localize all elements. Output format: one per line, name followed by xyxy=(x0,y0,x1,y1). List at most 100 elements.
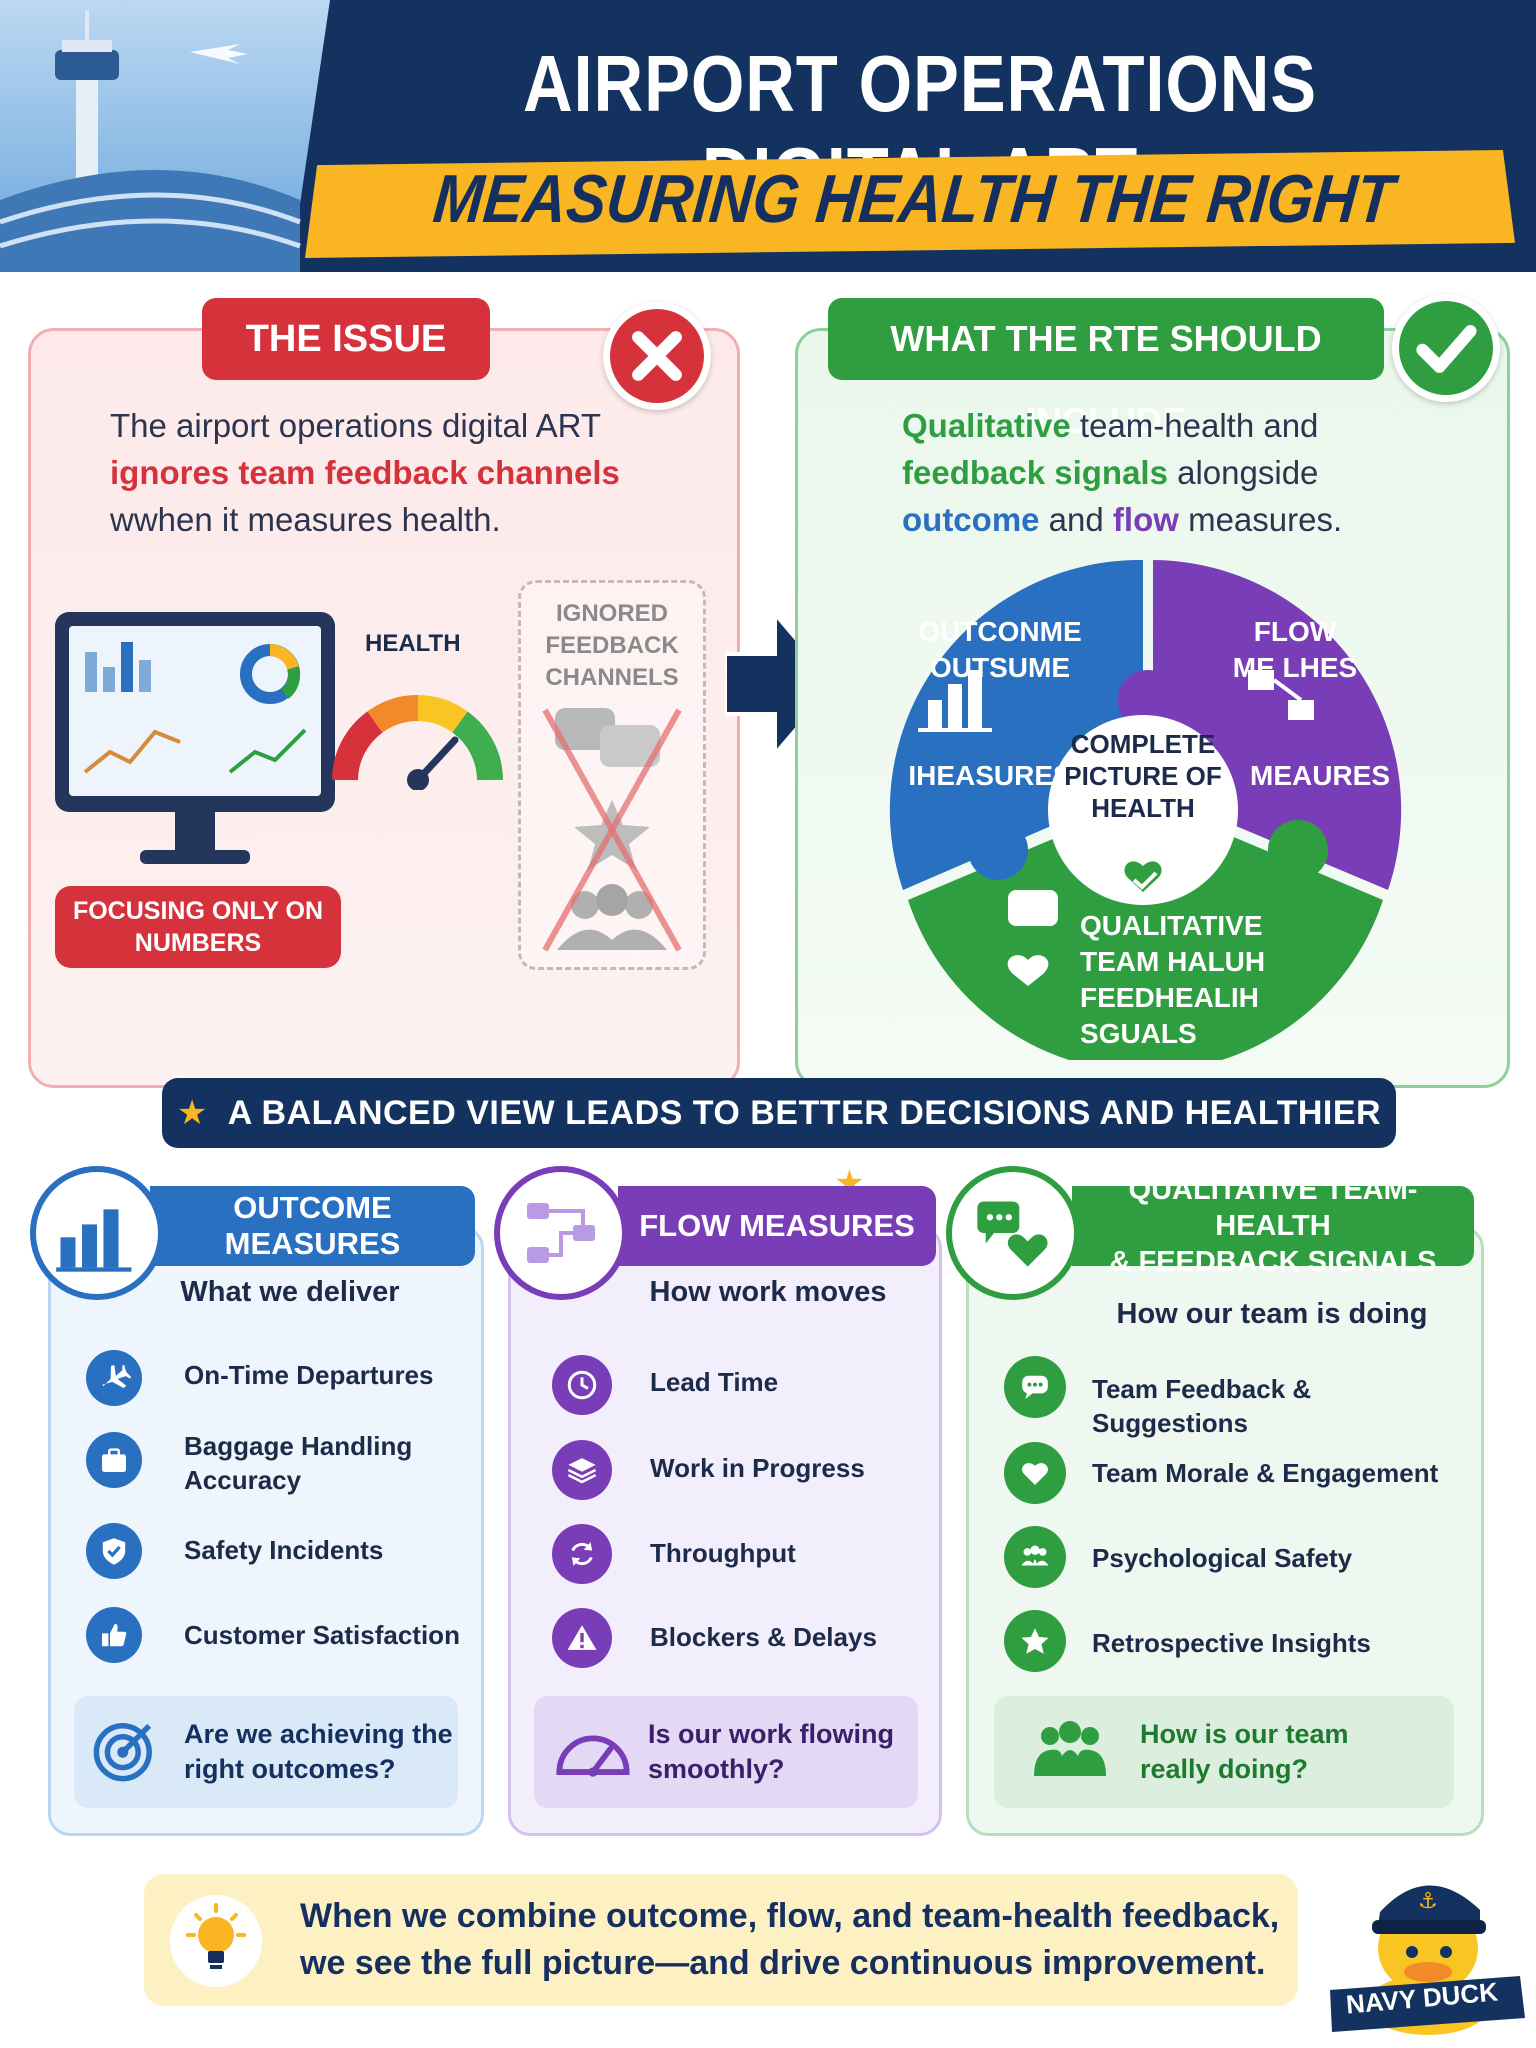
cycle-icon xyxy=(552,1524,612,1584)
x-icon xyxy=(603,302,711,410)
health-gauge-icon xyxy=(332,694,503,790)
puzzle-label-line: QUALITATIVE xyxy=(1080,910,1263,941)
rte-text-highlight: Qualitative xyxy=(902,407,1071,444)
flow-question-box: Is our work flowing smoothly? xyxy=(534,1696,918,1808)
briefcase-icon xyxy=(86,1432,142,1488)
outcome-measures-subtitle: What we deliver xyxy=(180,1276,400,1308)
rte-text-highlight: feedback signals xyxy=(902,454,1168,491)
flow-measures-title: FLOW MEASURES xyxy=(618,1186,936,1266)
qual-item: Psychological Safety xyxy=(1092,1543,1353,1573)
focusing-only-on-numbers-label: FOCUSING ONLY ON NUMBERS xyxy=(55,886,341,968)
qual-item: Team Morale & Engagement xyxy=(1092,1458,1439,1488)
balanced-view-banner: ★ A BALANCED VIEW LEADS TO BETTER DECISI… xyxy=(162,1078,1396,1202)
rte-text: measures. xyxy=(1178,501,1343,538)
rte-text: alongside xyxy=(1167,454,1319,491)
puzzle-label-line: OUTCONME xyxy=(918,616,1082,647)
outcome-item: On-Time Departures xyxy=(184,1360,434,1390)
qual-question-box: How is our team really doing? xyxy=(994,1696,1454,1808)
qual-question: How is our team really doing? xyxy=(1140,1717,1349,1787)
qual-item: Retrospective Insights xyxy=(1092,1628,1371,1658)
puzzle-label-line: TEAM HALUH xyxy=(1080,946,1266,977)
shield-check-icon xyxy=(86,1523,142,1579)
thumbs-up-icon xyxy=(86,1607,142,1663)
outcome-item: Customer Satisfaction xyxy=(184,1620,460,1650)
footer-banner xyxy=(144,1874,1298,2006)
question-line: really doing? xyxy=(1140,1754,1309,1784)
issue-description: The airport operations digital ART ignor… xyxy=(110,402,670,543)
focus-label-line: FOCUSING ONLY ON xyxy=(72,897,324,925)
question-line: Are we achieving the xyxy=(184,1719,453,1749)
puzzle-outcome-label: IHEASURES xyxy=(908,760,1072,791)
footer-text: When we combine outcome, flow, and team-… xyxy=(300,1893,1280,1987)
ignored-label-line: IGNORED xyxy=(555,600,668,627)
heart-icon xyxy=(1004,1442,1066,1504)
puzzle-label-line: FEEDHEALIH xyxy=(1080,982,1259,1013)
rte-description: Qualitative team-health and feedback sig… xyxy=(902,402,1422,543)
complete-label-line: HEALTH xyxy=(1091,793,1195,823)
ignored-label-line: FEEDBACK xyxy=(545,632,679,659)
rte-text: and xyxy=(1039,501,1113,538)
puzzle-label-line: FLOW xyxy=(1253,616,1337,647)
puzzle-health-diagram xyxy=(889,560,1402,1060)
complete-label-line: PICTURE OF xyxy=(1064,761,1222,791)
complete-label-line: COMPLETE xyxy=(1070,729,1216,759)
crossed-out-feedback-icons xyxy=(542,708,682,952)
qualitative-signals-subtitle: How our team is doing xyxy=(1116,1298,1428,1330)
svg-text:⚓: ⚓ xyxy=(1418,1889,1438,1914)
rte-text: team-health and xyxy=(1070,407,1319,444)
puzzle-label-line: ME LHES xyxy=(1232,652,1358,683)
lightbulb-icon xyxy=(170,1895,262,1987)
puzzle-label-line: SGUALS xyxy=(1080,1018,1197,1049)
rte-text-highlight: flow xyxy=(1112,501,1179,538)
issue-text-line: wwhen it measures health. xyxy=(110,501,501,538)
flow-item: Blockers & Delays xyxy=(650,1622,877,1652)
flow-item: Throughput xyxy=(650,1538,796,1568)
outcome-question: Are we achieving the right outcomes? xyxy=(184,1717,453,1787)
flow-measures-subtitle: How work moves xyxy=(649,1276,887,1308)
issue-text-highlight: ignores team feedback channels xyxy=(110,454,620,491)
flow-question: Is our work flowing smoothly? xyxy=(648,1717,894,1787)
puzzle-label-line: OUTSUME xyxy=(930,652,1070,683)
star-icon: ★ xyxy=(176,1094,208,1132)
qualitative-signals-title: QUALITATIVE TEAM-HEALTH & FEEDBACK SIGNAL… xyxy=(1072,1174,1474,1278)
puzzle-flow-label: FLOW ME LHES xyxy=(1220,614,1370,686)
clock-icon xyxy=(552,1355,612,1415)
puzzle-flow-label: MEAURES xyxy=(1250,760,1391,791)
subtitle-banner xyxy=(305,150,1515,258)
subtitle: MEASURING HEALTH THE RIGHT WAY xyxy=(430,161,1397,272)
ignored-feedback-label: IGNORED FEEDBACK CHANNELS xyxy=(518,598,706,694)
question-line: How is our team xyxy=(1140,1719,1349,1749)
monitor-dashboard-icon xyxy=(55,612,335,864)
bar-chart-icon xyxy=(30,1166,164,1300)
focus-label-line: NUMBERS xyxy=(134,929,262,957)
speedometer-icon xyxy=(552,1721,642,1784)
health-label: HEALTH xyxy=(365,630,461,657)
complete-picture-label: COMPLETE PICTURE OF HEALTH xyxy=(1045,728,1241,824)
issue-tab: THE ISSUE xyxy=(202,298,490,380)
chat-icon xyxy=(1004,1356,1066,1418)
ignored-label-line: CHANNELS xyxy=(545,664,679,691)
flow-icon xyxy=(494,1166,628,1300)
target-icon xyxy=(92,1717,168,1788)
check-icon xyxy=(1392,294,1500,402)
duck-icon: ⚓ xyxy=(1330,1885,1525,2035)
outcome-measures-title: OUTCOME MEASURES xyxy=(150,1186,475,1266)
header-banner: AIRPORT OPERATIONS DIGITAL ART MEASURING… xyxy=(0,0,1536,272)
layers-icon xyxy=(552,1440,612,1500)
flow-item: Lead Time xyxy=(650,1367,779,1397)
qual-item: Team Feedback & Suggestions xyxy=(1092,1374,1312,1438)
chat-heart-icon xyxy=(946,1166,1080,1300)
qual-title-line: & FEEDBACK SIGNALS xyxy=(1109,1246,1437,1278)
star-icon xyxy=(1004,1610,1066,1672)
qual-title-line: QUALITATIVE TEAM-HEALTH xyxy=(1128,1174,1418,1242)
question-line: smoothly? xyxy=(648,1754,785,1784)
people-icon xyxy=(1030,1718,1122,1787)
footer-text-line: When we combine outcome, flow, and team-… xyxy=(300,1897,1280,1935)
issue-text-line: The airport operations digital ART xyxy=(110,407,601,444)
question-line: Is our work flowing xyxy=(648,1719,895,1749)
puzzle-qualitative-label: QUALITATIVE TEAM HALUH FEEDHEALIH SGUALS xyxy=(1080,908,1300,1052)
outcome-item: Baggage Handling Accuracy xyxy=(184,1431,413,1495)
rte-text-highlight: outcome xyxy=(902,501,1040,538)
footer-text-line: we see the full picture—and drive contin… xyxy=(300,1944,1266,1982)
question-line: right outcomes? xyxy=(184,1754,396,1784)
